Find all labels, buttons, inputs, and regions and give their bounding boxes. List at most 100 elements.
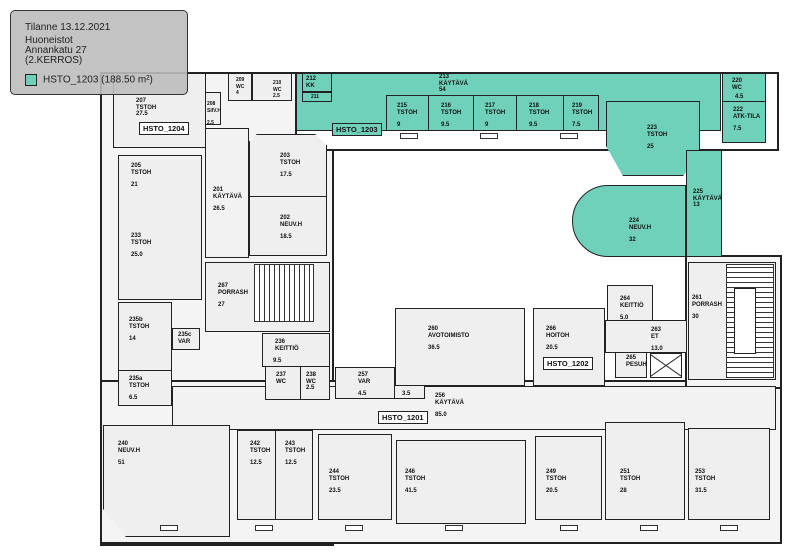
room-number: 209 [236, 77, 245, 83]
room-number: 235c [178, 332, 192, 338]
room-type: TSTOH [405, 475, 426, 482]
window [640, 525, 658, 531]
room-area: 85.0 [435, 412, 447, 418]
room-area: 2.5 [273, 93, 280, 99]
room-number: 242 [250, 441, 261, 447]
room-type: KÄYTÄVÄ [439, 80, 469, 87]
room-area: 26.5 [213, 206, 225, 212]
room-type: NEUV.H [118, 447, 141, 454]
apartment-label-hsto-1203[interactable]: HSTO_1203 [332, 123, 382, 136]
room-type: TSTOH [285, 447, 306, 454]
room-number: 240 [118, 441, 129, 447]
room-211[interactable]: 211 [302, 92, 332, 102]
apartment-label-hsto-1202[interactable]: HSTO_1202 [543, 357, 593, 370]
room-type: NEUV.H [280, 221, 303, 228]
room-number: 233 [131, 233, 142, 239]
room-number: 263 [651, 327, 662, 333]
legend-date: Tilanne 13.12.2021 [25, 22, 111, 33]
room-area: 32 [629, 237, 636, 243]
apartment-label-hsto-1204[interactable]: HSTO_1204 [139, 122, 189, 135]
room-number: 238 [306, 372, 317, 378]
room-type: TSTOH [129, 382, 150, 389]
room-type: SIIV.H [207, 107, 221, 114]
room-type: TSTOH [250, 447, 271, 454]
room-number: 211 [311, 94, 320, 100]
room-type: KÄYTÄVÄ [213, 193, 243, 200]
room-number: 213 [439, 74, 450, 80]
room-type: KEITTIÖ [275, 345, 299, 352]
room-type: ATK-TILA [733, 113, 761, 120]
window [255, 525, 273, 531]
room-type: HOITOH [546, 332, 570, 339]
room-type: KÄYTÄVÄ [435, 399, 465, 406]
staircase [254, 264, 314, 322]
room-area: 9.5 [529, 122, 538, 128]
room-number: 237 [276, 372, 287, 378]
legend-swatch-icon [25, 74, 37, 86]
room-type: TSTOH [529, 109, 550, 116]
room-area: 20.5 [546, 488, 558, 494]
room-number: 202 [280, 215, 291, 221]
room-number: 208 [207, 101, 216, 107]
room-number: 215 [397, 103, 408, 109]
room-number: 207 [136, 98, 147, 104]
apartment-label-hsto-1201[interactable]: HSTO_1201 [378, 411, 428, 424]
room-number: 235a [129, 376, 143, 382]
room-number: 265 [626, 355, 637, 361]
room-area: 3.5 [402, 391, 411, 397]
room-type: NEUV.H [629, 224, 652, 231]
room-area: 21 [131, 182, 138, 188]
legend-item[interactable]: HSTO_1203 (188.50 m²) [25, 74, 187, 86]
window [720, 525, 738, 531]
stair-core [734, 288, 756, 354]
room-number: 219 [572, 103, 583, 109]
room-area: 14 [129, 336, 136, 342]
room-number: 216 [441, 103, 452, 109]
elevator [650, 353, 682, 378]
room-number: 223 [647, 125, 658, 131]
room-type: TSTOH [695, 475, 716, 482]
room-number: 267 [218, 283, 229, 289]
room-area: 9.5 [441, 122, 450, 128]
